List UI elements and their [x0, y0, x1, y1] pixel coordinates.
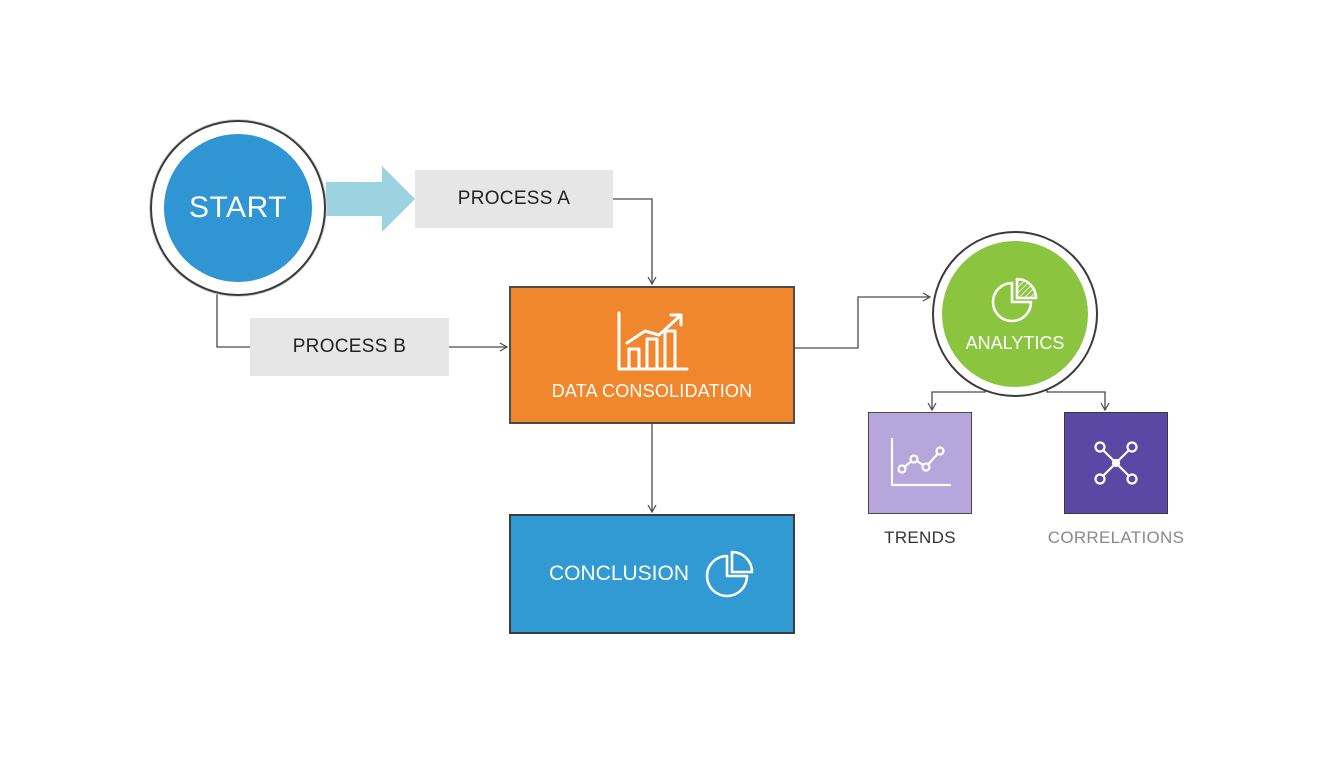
analytics-label: ANALYTICS [965, 332, 1065, 353]
trends-node [868, 412, 972, 514]
start-node: START [150, 120, 326, 296]
process-a-to-data-connector [613, 198, 657, 286]
data-consolidation-node: DATA CONSOLIDATION [509, 286, 795, 424]
data-consolidation-label: DATA CONSOLIDATION [551, 380, 753, 401]
line-chart-icon [890, 437, 952, 487]
bar-chart-trend-icon [617, 311, 689, 370]
start-label: START [164, 134, 312, 282]
pie-chart-icon [705, 550, 754, 598]
correlations-node [1064, 412, 1168, 514]
correlations-caption: CORRELATIONS [1047, 528, 1185, 547]
conclusion-label: CONCLUSION [548, 562, 690, 585]
process-b-node: PROCESS B [250, 318, 449, 376]
analytics-core: ANALYTICS [942, 241, 1088, 387]
trends-caption: TRENDS [884, 528, 956, 547]
conclusion-node: CONCLUSION [509, 514, 795, 634]
data-to-analytics-connector [795, 292, 932, 349]
analytics-node: ANALYTICS [932, 231, 1098, 397]
process-a-node: PROCESS A [415, 170, 613, 228]
start-to-process-b-connector [216, 290, 250, 348]
network-icon [1094, 441, 1138, 485]
start-to-process-a-arrow [326, 166, 415, 232]
pie-chart-icon [991, 277, 1038, 322]
